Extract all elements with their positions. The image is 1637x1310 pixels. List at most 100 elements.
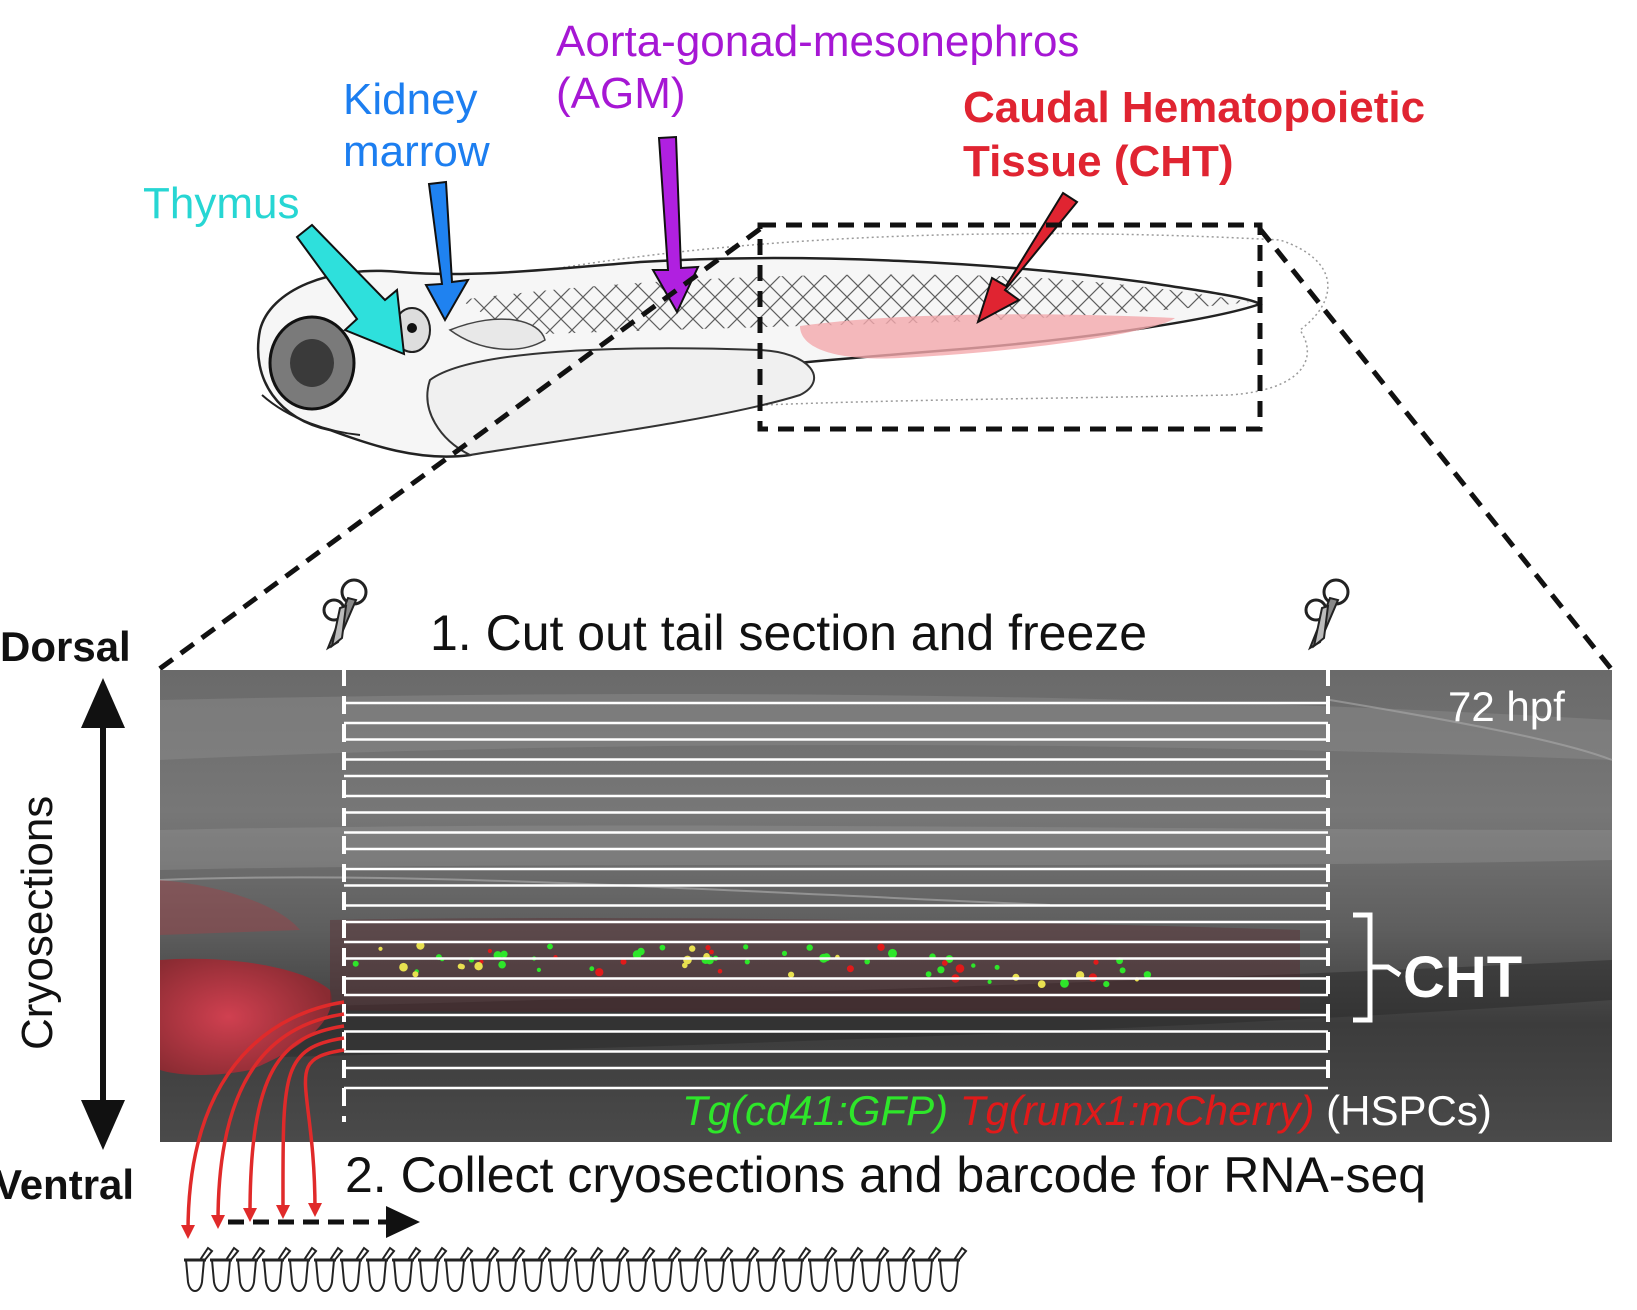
cut-lines <box>342 640 1330 1122</box>
zebrafish-drawing <box>256 232 1329 458</box>
fish-yolk <box>426 347 815 457</box>
hspc-dot <box>971 963 976 968</box>
hspc-dot <box>1143 971 1152 979</box>
zoom-box <box>156 222 1614 673</box>
legend-gfp: Tg(cd41:GFP) <box>682 1087 949 1134</box>
collection-arrows <box>181 1000 345 1239</box>
hspc-dot <box>987 979 992 985</box>
hspc-dot <box>925 971 932 978</box>
tube-icon <box>418 1246 448 1292</box>
scissors-icon <box>1304 578 1350 651</box>
barcoded-tubes <box>184 1246 968 1292</box>
tube-icon <box>860 1246 890 1292</box>
cht-region <box>800 314 1175 359</box>
hspc-dot <box>937 966 945 974</box>
hspc-dot <box>474 962 483 971</box>
tube-icon <box>288 1246 318 1292</box>
hspc-dot <box>744 959 750 965</box>
hspc-dot <box>412 971 419 978</box>
hspc-dot <box>709 949 714 955</box>
cht-title-line-2: Tissue (CHT) <box>963 137 1234 186</box>
tube-icon <box>600 1246 630 1292</box>
hspc-dot <box>689 945 696 952</box>
hspc-dot <box>743 944 749 950</box>
hspc-dot <box>705 945 711 951</box>
hspc-dot <box>416 941 425 950</box>
collection-arrow <box>275 1036 345 1219</box>
hspc-dot <box>1060 979 1069 988</box>
tube-icon <box>262 1246 292 1292</box>
hspc-dot <box>620 958 627 965</box>
kidney-arrow <box>424 180 470 323</box>
hspc-dot <box>595 968 604 977</box>
hspc-dot <box>717 968 723 974</box>
tube-icon <box>756 1246 786 1292</box>
collection-arrow <box>243 1024 345 1222</box>
hspc-dot <box>1103 981 1110 988</box>
agm-line-1: Aorta-gonad-mesonephros <box>556 17 1080 66</box>
hspc-dot <box>888 948 897 958</box>
hspc-dot <box>1037 980 1046 988</box>
hspc-dot <box>994 964 1000 970</box>
hspc-dot <box>877 943 885 951</box>
tube-icon <box>912 1246 942 1292</box>
hspc-dot <box>955 964 965 973</box>
cht-inner-label: CHT <box>1403 945 1523 1010</box>
tube-icon <box>470 1246 500 1292</box>
agm-arrow <box>651 135 700 315</box>
hspc-dot <box>1119 967 1126 974</box>
tube-icon <box>522 1246 552 1292</box>
hspc-dot <box>498 960 506 969</box>
microscopy-panel <box>159 640 1613 1142</box>
tube-icon <box>886 1246 916 1292</box>
reporter-legend: Tg(cd41:GFP) Tg(runx1:mCherry) (HSPCs) <box>682 1090 1492 1132</box>
hspc-dot <box>1093 959 1099 965</box>
hspc-dot <box>399 962 408 972</box>
thymus-arrow <box>295 223 406 356</box>
hspc-dot <box>659 944 666 951</box>
ventral-label: Ventral <box>0 1161 135 1208</box>
tube-icon <box>210 1246 240 1292</box>
dorsal-ventral-arrow <box>81 678 125 1150</box>
cht-title-label: Caudal Hematopoietic Tissue (CHT) <box>963 86 1425 184</box>
thymus-label: Thymus <box>143 179 300 228</box>
tube-icon <box>678 1246 708 1292</box>
hspc-dots <box>352 941 1152 988</box>
tube-icon <box>574 1246 604 1292</box>
hspc-dot <box>378 946 383 951</box>
tube-icon <box>314 1246 344 1292</box>
tube-icon <box>626 1246 656 1292</box>
cht-title-line-1: Caudal Hematopoietic <box>963 83 1426 132</box>
yolk-extension-red <box>160 958 332 1075</box>
kidney-marrow-label: Kidney marrow <box>343 78 490 174</box>
hspc-dot <box>781 950 788 957</box>
tube-icon <box>938 1246 968 1292</box>
cryosections-label: Cryosections <box>13 795 62 1050</box>
kidney-marrow-line-1: Kidney <box>343 75 478 124</box>
hspc-dot <box>683 955 692 965</box>
tube-icon <box>808 1246 838 1292</box>
tube-icon <box>652 1246 682 1292</box>
tube-icon <box>834 1246 864 1292</box>
tube-icon <box>184 1246 214 1292</box>
tube-icon <box>704 1246 734 1292</box>
hspc-dot <box>589 966 595 972</box>
hspc-dot <box>864 958 870 965</box>
fish-somites <box>460 274 1250 335</box>
collection-arrow <box>211 1012 345 1229</box>
tube-icon <box>782 1246 812 1292</box>
hspc-dot <box>846 965 854 973</box>
hspc-dot <box>632 950 642 959</box>
legend-mcherry: Tg(runx1:mCherry) <box>959 1087 1315 1134</box>
agm-line-2: (AGM) <box>556 69 686 118</box>
step-2-label: 2. Collect cryosections and barcode for … <box>345 1147 1427 1203</box>
step-1-label: 1. Cut out tail section and freeze <box>430 605 1148 661</box>
collection-arrow <box>303 1048 345 1217</box>
kidney-marrow-line-2: marrow <box>343 127 490 176</box>
dorsal-label: Dorsal <box>0 623 131 670</box>
tube-icon <box>730 1246 760 1292</box>
hspc-dot <box>487 948 492 954</box>
tube-icon <box>392 1246 422 1292</box>
